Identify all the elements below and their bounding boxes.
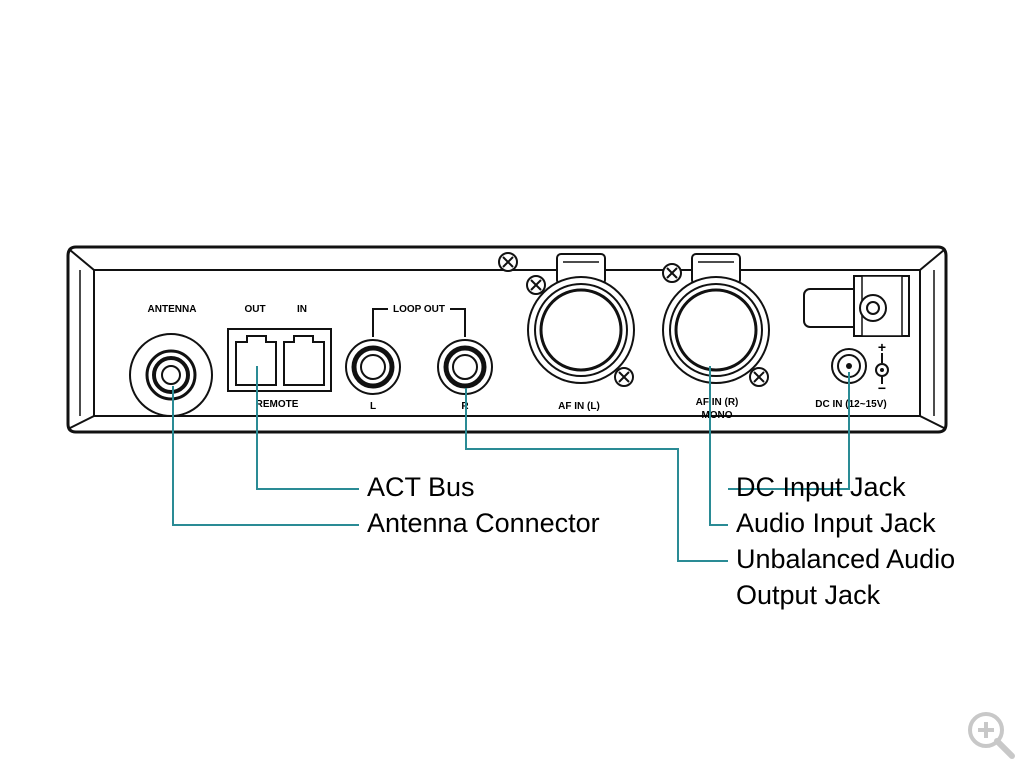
af-in-right-label: AF IN (R) bbox=[696, 397, 739, 408]
leader-act-bus bbox=[256, 366, 359, 490]
af-in-right-xlr bbox=[662, 253, 770, 387]
loop-out-bracket bbox=[372, 308, 466, 337]
remote-out-label: OUT bbox=[244, 304, 265, 315]
callout-act-bus: ACT Bus bbox=[367, 472, 475, 502]
leader-audio-input-jack bbox=[709, 366, 728, 526]
loop-out-l-label: L bbox=[370, 401, 376, 412]
cable-clamp bbox=[803, 275, 910, 337]
zoom-in-icon bbox=[968, 712, 1015, 759]
af-in-left-label: AF IN (L) bbox=[558, 401, 600, 412]
loop-out-right-jack bbox=[437, 339, 493, 395]
leader-antenna-connector bbox=[172, 386, 359, 526]
device-housing bbox=[66, 245, 948, 434]
callout-audio-input-jack: Audio Input Jack bbox=[736, 508, 936, 538]
dc-plus-label: + bbox=[878, 339, 886, 355]
callout-dc-input-jack: DC Input Jack bbox=[736, 472, 906, 502]
leader-dc-input-jack bbox=[728, 372, 850, 490]
dc-polarity-icon bbox=[875, 353, 889, 384]
leader-unbalanced-audio bbox=[465, 388, 728, 562]
dc-minus-label: − bbox=[878, 380, 886, 396]
screw-icon bbox=[498, 252, 518, 272]
remote-jacks bbox=[227, 328, 332, 392]
callout-antenna-connector: Antenna Connector bbox=[367, 508, 600, 538]
antenna-connector bbox=[129, 333, 213, 417]
remote-in-label: IN bbox=[297, 304, 307, 315]
callout-unbalanced-audio-line2: Output Jack bbox=[736, 580, 881, 610]
af-in-left-xlr bbox=[526, 253, 635, 387]
loop-out-left-jack bbox=[345, 339, 401, 395]
remote-label: REMOTE bbox=[256, 399, 299, 410]
zoom-button[interactable] bbox=[964, 708, 1018, 762]
antenna-panel-label: ANTENNA bbox=[148, 304, 197, 315]
callout-unbalanced-audio-line1: Unbalanced Audio bbox=[736, 544, 955, 574]
dc-in-label: DC IN (12~15V) bbox=[815, 399, 886, 410]
loop-out-label: LOOP OUT bbox=[393, 304, 445, 315]
af-in-mono-label: MONO bbox=[701, 410, 732, 421]
